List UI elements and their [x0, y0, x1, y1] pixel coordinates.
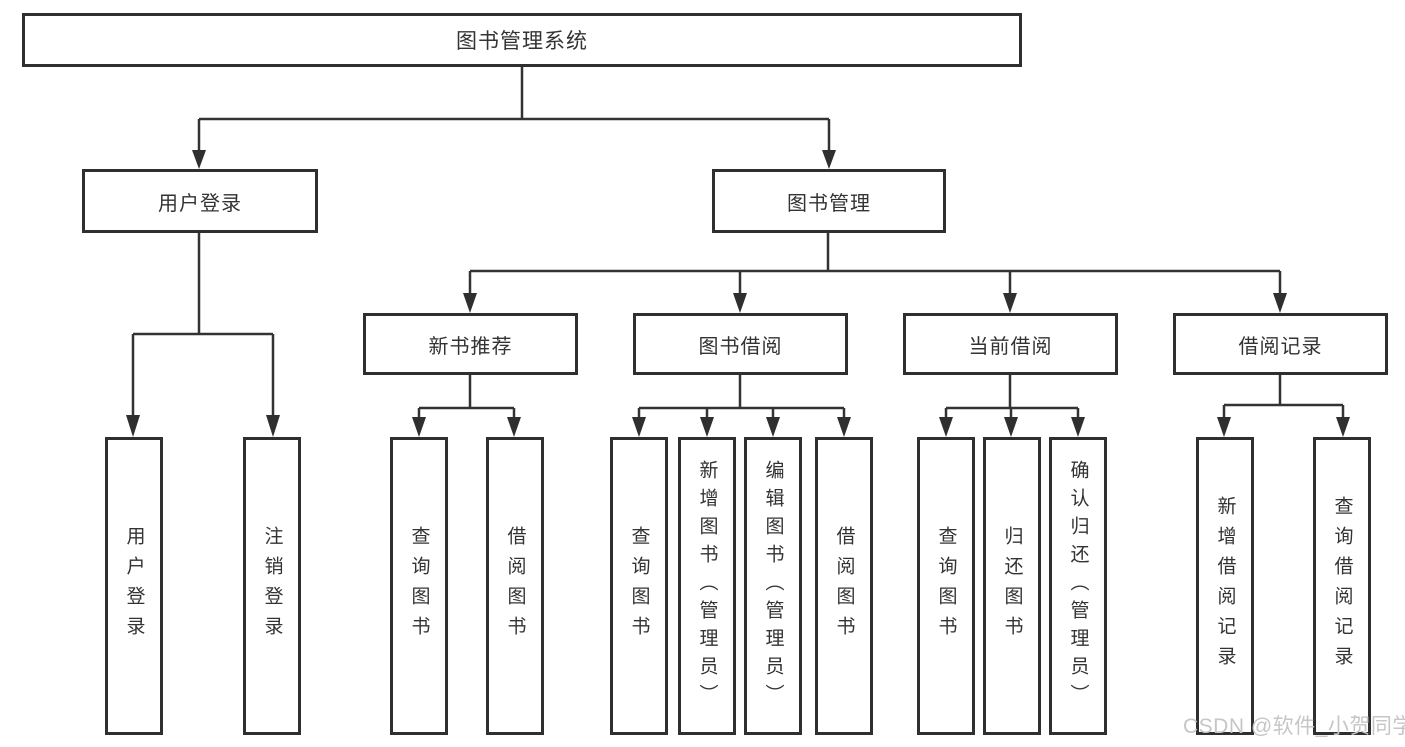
- node-new-book-recommend: 新书推荐: [363, 313, 578, 375]
- node-book-borrow: 图书借阅: [633, 313, 848, 375]
- connectors-bookborrow-children: [632, 375, 851, 437]
- leaf-records-query-record: 查询借阅记录: [1313, 437, 1371, 735]
- leaf-borrow-edit-book-admin: 编辑图书（管理员）: [744, 437, 802, 735]
- connectors-userlogin-children: [126, 233, 280, 437]
- csdn-watermark: CSDN @软件_小贺同学: [1183, 715, 1405, 738]
- leaf-borrow-borrow-book: 借阅图书: [815, 437, 873, 735]
- leaf-newbook-query-book: 查询图书: [390, 437, 448, 735]
- connectors-newbook-children: [412, 375, 521, 437]
- leaf-logout: 注销登录: [243, 437, 301, 735]
- connectors-root-to-level2: [192, 67, 836, 169]
- node-user-login: 用户登录: [82, 169, 318, 233]
- leaf-current-query-book: 查询图书: [917, 437, 975, 735]
- leaf-current-confirm-return-admin: 确认归还（管理员）: [1049, 437, 1107, 735]
- connectors-currentborrow-children: [939, 375, 1085, 437]
- node-book-management: 图书管理: [712, 169, 946, 233]
- leaf-borrow-add-book-admin: 新增图书（管理员）: [678, 437, 736, 735]
- node-library-system-root: 图书管理系统: [22, 13, 1022, 67]
- leaf-newbook-borrow-book: 借阅图书: [486, 437, 544, 735]
- leaf-user-login: 用户登录: [105, 437, 163, 735]
- leaf-borrow-query-book: 查询图书: [610, 437, 668, 735]
- node-current-borrow: 当前借阅: [903, 313, 1118, 375]
- node-borrow-records: 借阅记录: [1173, 313, 1388, 375]
- leaf-current-return-book: 归还图书: [983, 437, 1041, 735]
- connectors-bookmgmt-to-level3: [463, 233, 1287, 313]
- leaf-records-add-record: 新增借阅记录: [1196, 437, 1254, 735]
- connectors-records-children: [1217, 375, 1350, 437]
